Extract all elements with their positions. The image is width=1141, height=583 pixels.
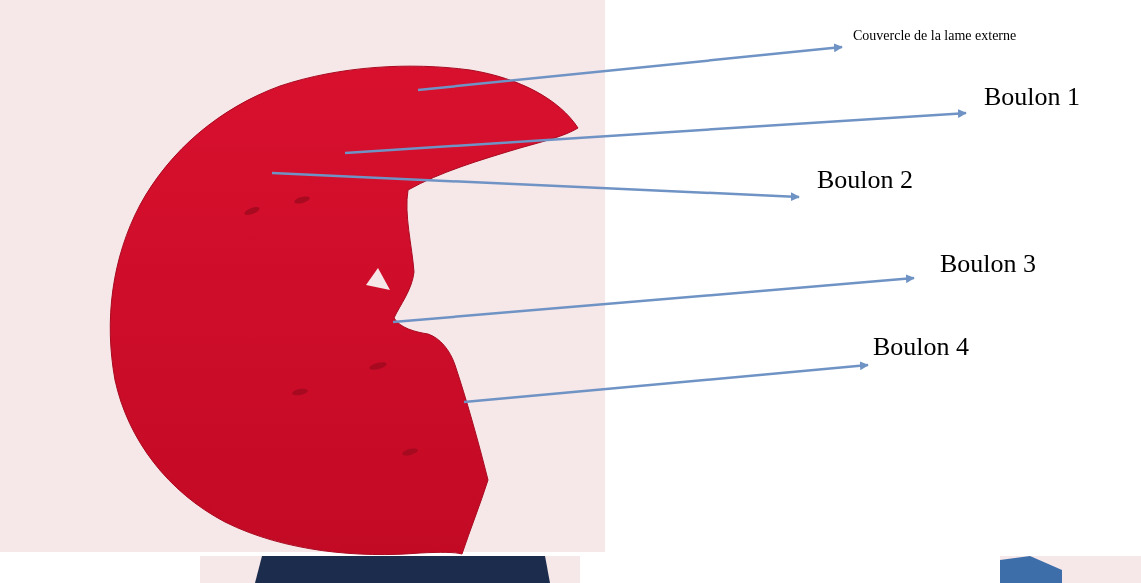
bolt-label: Boulon 1 <box>984 83 1080 112</box>
bolt-label: Boulon 3 <box>940 250 1036 279</box>
bolt-label: Boulon 2 <box>817 166 913 195</box>
photo-fragment <box>200 556 1141 583</box>
bolt-label: Boulon 4 <box>873 333 969 362</box>
center-hole <box>366 268 390 290</box>
leader-lines <box>272 47 966 402</box>
blade-cover <box>110 66 578 554</box>
part-name: Couvercle de la lame externe <box>853 28 1016 43</box>
bolt-holes <box>243 195 418 457</box>
